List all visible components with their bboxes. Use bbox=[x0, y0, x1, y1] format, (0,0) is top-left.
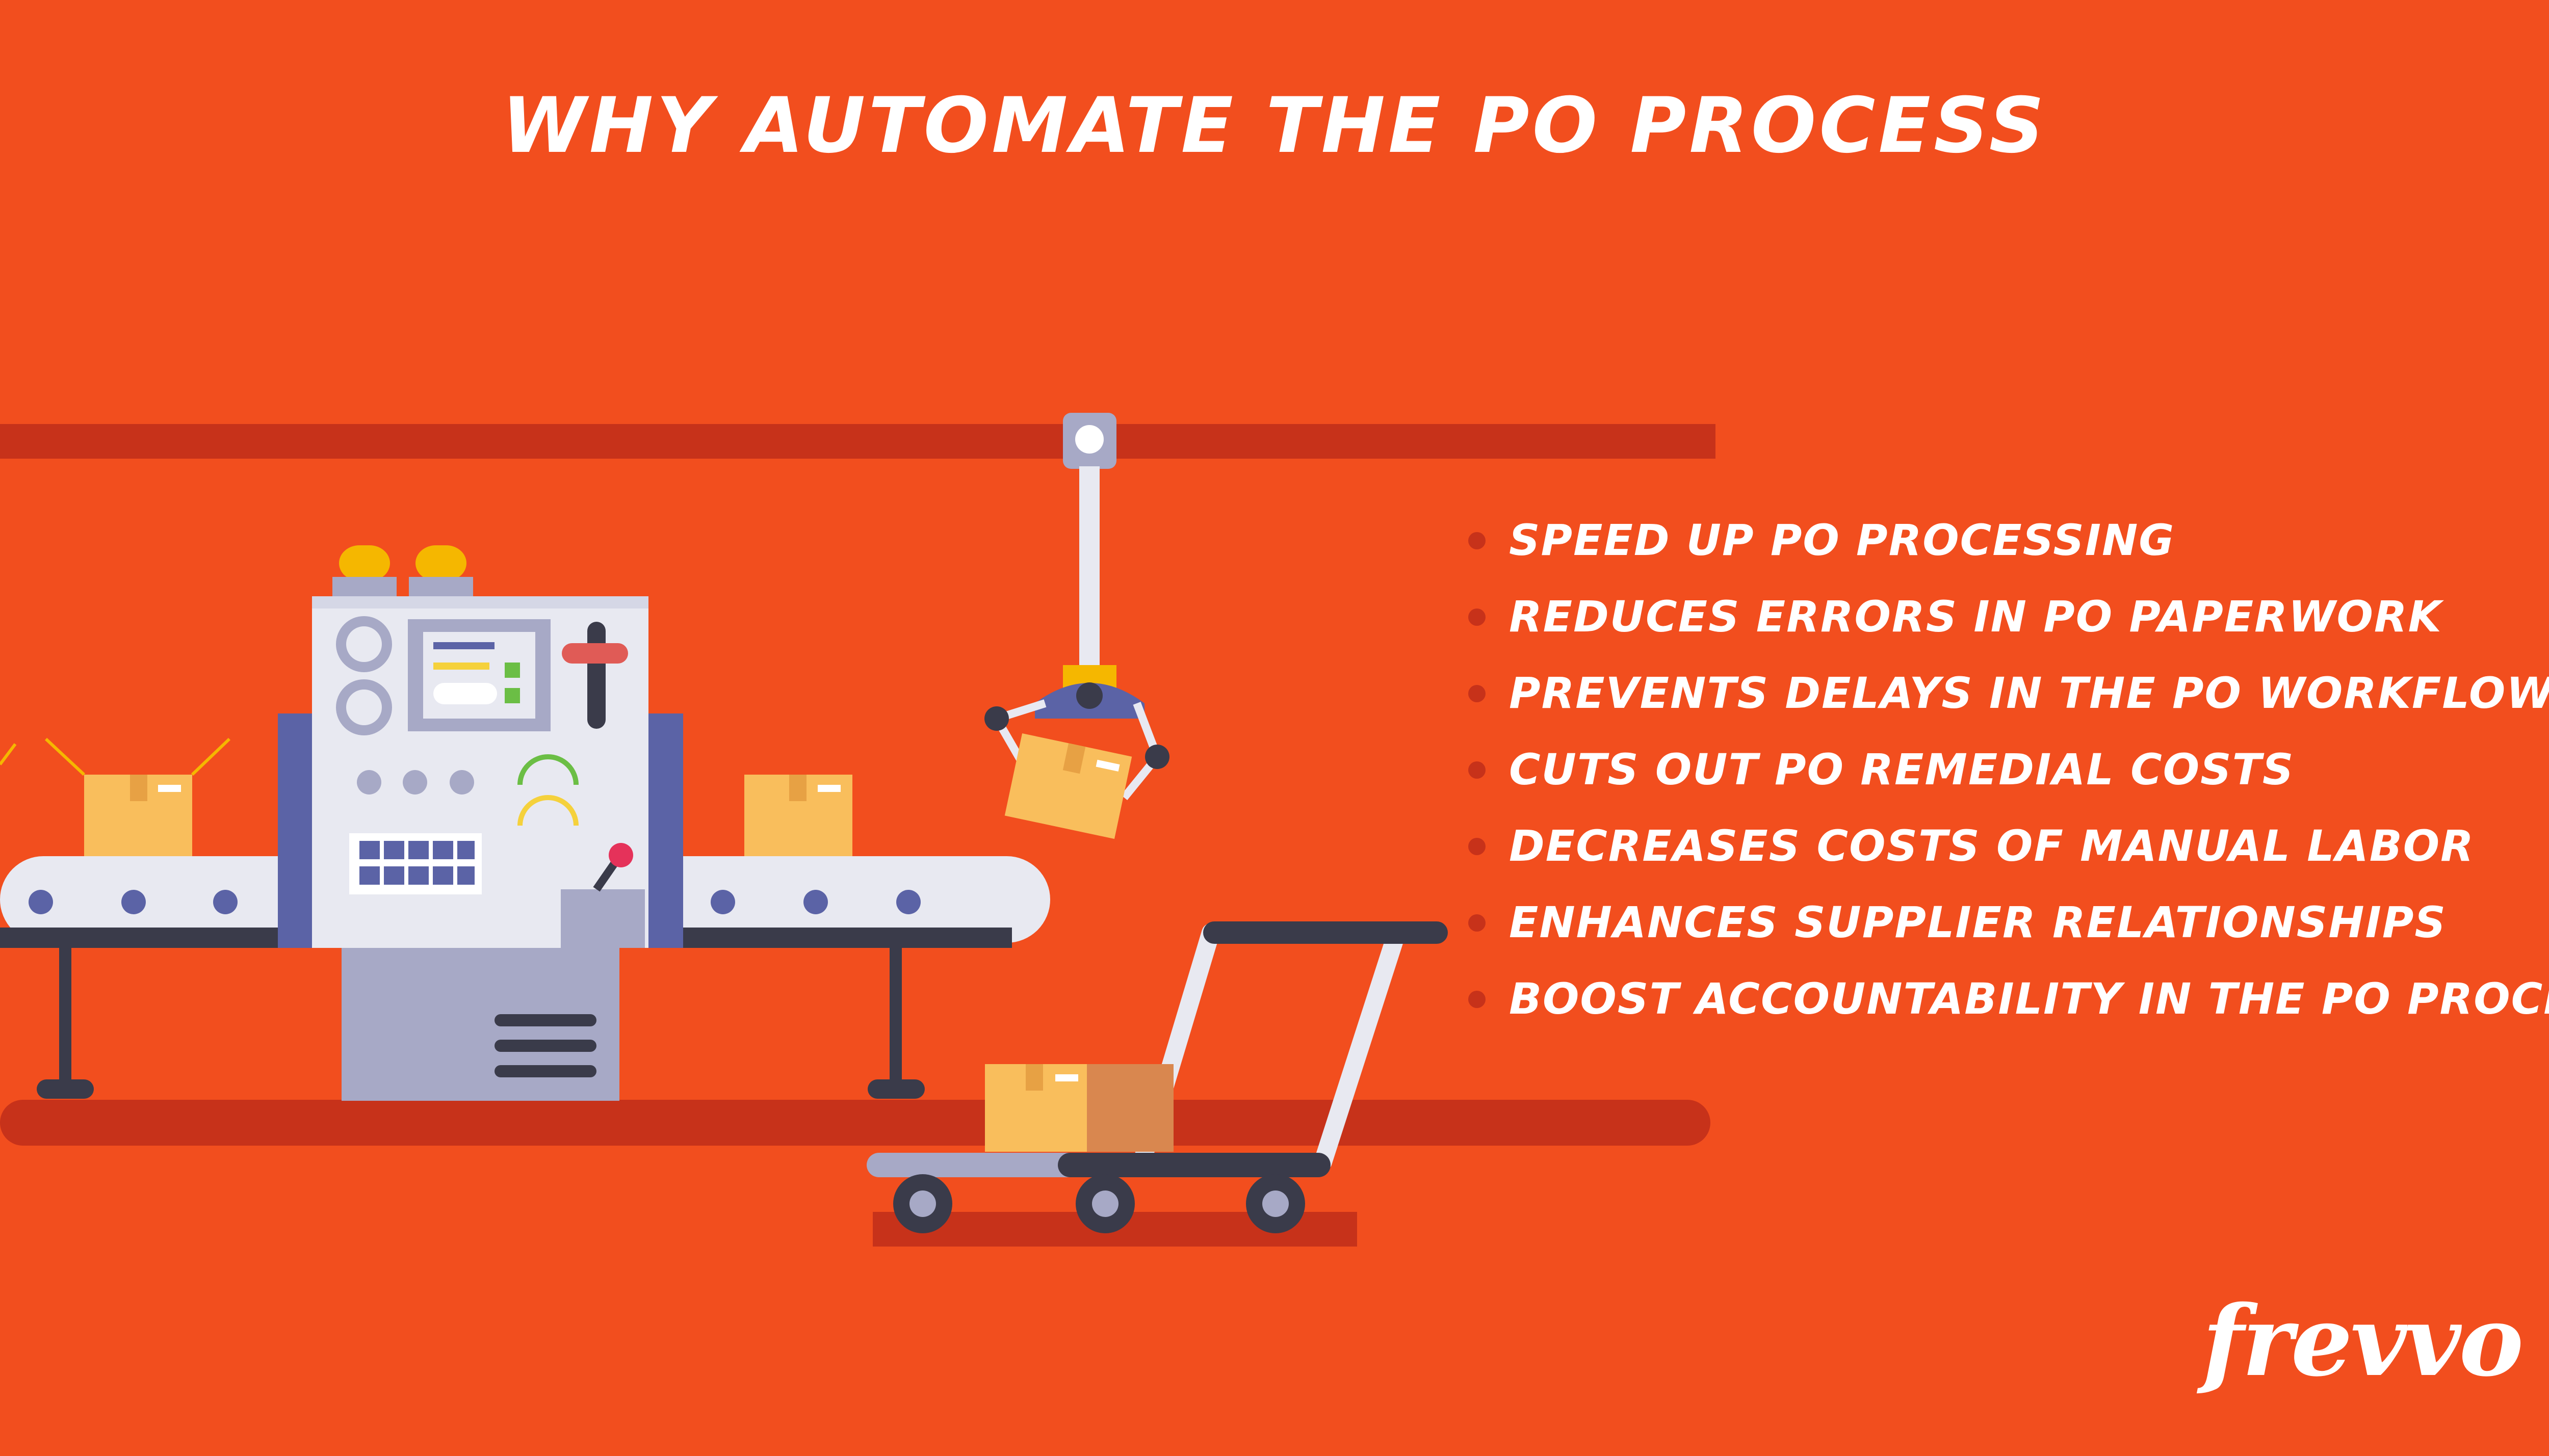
bullet-icon bbox=[1468, 608, 1486, 626]
page-title: WHY AUTOMATE THE PO PROCESS bbox=[502, 82, 2047, 170]
bullet-icon bbox=[1468, 532, 1486, 549]
bullet-icon bbox=[1468, 761, 1486, 779]
frevvo-logo: frevvo bbox=[2202, 1284, 2524, 1398]
benefit-item: ENHANCES SUPPLIER RELATIONSHIPS bbox=[1468, 887, 2549, 963]
conveyor-machine-icon bbox=[0, 545, 1050, 1101]
benefit-item: CUTS OUT PO REMEDIAL COSTS bbox=[1468, 734, 2549, 810]
bullet-icon bbox=[1468, 991, 1486, 1008]
benefit-item: BOOST ACCOUNTABILITY IN THE PO PROCESS bbox=[1468, 963, 2549, 1040]
benefit-item: REDUCES ERRORS IN PO PAPERWORK bbox=[1468, 581, 2549, 657]
benefit-item: PREVENTS DELAYS IN THE PO WORKFLOW bbox=[1468, 657, 2549, 734]
bullet-icon bbox=[1468, 914, 1486, 932]
package-box-icon bbox=[0, 737, 852, 856]
robotic-claw-icon bbox=[984, 413, 1169, 839]
bullet-icon bbox=[1468, 685, 1486, 702]
hand-truck-icon bbox=[867, 921, 1448, 1233]
overhead-rail bbox=[0, 424, 1715, 459]
benefit-item: SPEED UP PO PROCESSING bbox=[1468, 505, 2549, 581]
bullet-icon bbox=[1468, 838, 1486, 855]
benefits-list: SPEED UP PO PROCESSING REDUCES ERRORS IN… bbox=[1468, 505, 2549, 1040]
benefit-item: DECREASES COSTS OF MANUAL LABOR bbox=[1468, 810, 2549, 887]
floor-rail bbox=[0, 1100, 1710, 1146]
